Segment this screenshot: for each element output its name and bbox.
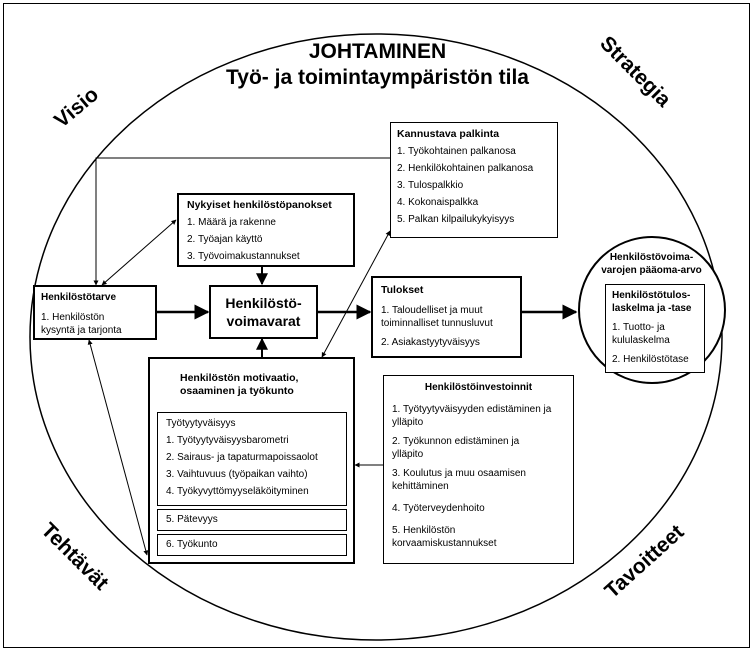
panokset-title: Nykyiset henkilöstöpanokset bbox=[187, 199, 332, 211]
henkilostotarve-item: 1. Henkilöstön bbox=[41, 312, 105, 323]
panokset-item: 2. Työajan käyttö bbox=[187, 234, 263, 245]
tuloslaskelma-title: Henkilöstötulos- bbox=[612, 290, 691, 301]
page-title: JOHTAMINEN bbox=[308, 40, 447, 63]
motivaatio-title: Henkilöstön motivaatio, bbox=[180, 372, 299, 384]
investoinnit-box: Henkilöstöinvestoinnit 1. Työtyytyväisyy… bbox=[383, 375, 574, 564]
tyytyvaisyys-item: 4. Työkyvyttömyyseläköityminen bbox=[166, 486, 309, 497]
palkinta-item: 1. Työkohtainen palkanosa bbox=[397, 146, 516, 157]
tuloslaskelma-item-cont: kululaskelma bbox=[612, 335, 670, 346]
motivaatio-box: Henkilöstön motivaatio, osaaminen ja työ… bbox=[148, 357, 355, 564]
palkinta-item: 4. Kokonaispalkka bbox=[397, 197, 479, 208]
palkinta-box: Kannustava palkinta 1. Työkohtainen palk… bbox=[390, 122, 558, 238]
henkilostotarve-box: Henkilöstötarve 1. Henkilöstön kysyntä j… bbox=[33, 285, 157, 340]
panokset-item: 3. Työvoimakustannukset bbox=[187, 251, 300, 262]
investoinnit-item: 1. Työtyytyväisyyden edistäminen ja bbox=[392, 404, 552, 415]
investoinnit-item: 3. Koulutus ja muu osaamisen bbox=[392, 468, 526, 479]
arrow-tarve-motivaatio bbox=[87, 339, 149, 556]
tyytyvaisyys-item: 1. Työtyytyväisyysbarometri bbox=[166, 435, 289, 446]
voimavarat-title: Henkilöstö- bbox=[225, 295, 302, 311]
tyytyvaisyys-title: Työtyytyväisyys bbox=[166, 418, 236, 429]
page-subtitle: Työ- ja toimintaympäristön tila bbox=[226, 66, 529, 89]
voimavarat-title-cont: voimavarat bbox=[226, 313, 301, 329]
panokset-box: Nykyiset henkilöstöpanokset 1. Määrä ja … bbox=[177, 193, 355, 267]
tyokunto-box: 6. Työkunto bbox=[157, 534, 347, 556]
investoinnit-item: 2. Työkunnon edistäminen ja bbox=[392, 436, 520, 447]
palkinta-title: Kannustava palkinta bbox=[397, 128, 500, 140]
tyytyvaisyys-item: 2. Sairaus- ja tapaturmapoissaolot bbox=[166, 452, 318, 463]
henkilostotarve-item-cont: kysyntä ja tarjonta bbox=[41, 325, 122, 336]
voimavarat-box: Henkilöstö- voimavarat bbox=[209, 285, 318, 339]
tyytyvaisyys-box: Työtyytyväisyys 1. Työtyytyväisyysbarome… bbox=[157, 412, 347, 506]
paaoma-title-cont: varojen pääoma-arvo bbox=[601, 265, 702, 276]
paaoma-title: Henkilöstövoima- bbox=[609, 252, 694, 263]
arrow-palkinta-tarve bbox=[93, 157, 390, 286]
tuloslaskelma-title-cont: laskelma ja -tase bbox=[612, 303, 692, 314]
tulokset-box: Tulokset 1. Taloudelliset ja muut toimin… bbox=[371, 276, 522, 358]
investoinnit-item: 5. Henkilöstön bbox=[392, 525, 456, 536]
tulokset-item: 1. Taloudelliset ja muut bbox=[381, 305, 483, 316]
outer-ellipse bbox=[29, 33, 723, 641]
panokset-item: 1. Määrä ja rakenne bbox=[187, 217, 276, 228]
tuloslaskelma-box: Henkilöstötulos- laskelma ja -tase 1. Tu… bbox=[605, 284, 705, 373]
tyytyvaisyys-item: 3. Vaihtuvuus (työpaikan vaihto) bbox=[166, 469, 308, 480]
palkinta-item: 2. Henkilökohtainen palkanosa bbox=[397, 163, 534, 174]
investoinnit-item: 4. Työterveydenhoito bbox=[392, 503, 485, 514]
tulokset-title: Tulokset bbox=[381, 284, 424, 296]
investoinnit-item-cont: ylläpito bbox=[392, 449, 424, 460]
tuloslaskelma-item: 1. Tuotto- ja bbox=[612, 322, 665, 333]
investoinnit-title: Henkilöstöinvestoinnit bbox=[424, 382, 533, 393]
henkilostotarve-title: Henkilöstötarve bbox=[41, 292, 117, 303]
arrow-motivaatio-palkinta bbox=[321, 230, 391, 358]
tulokset-item-cont: toiminnalliset tunnusluvut bbox=[381, 318, 493, 329]
tyokunto-label: 6. Työkunto bbox=[166, 539, 218, 550]
patevyys-box: 5. Pätevyys bbox=[157, 509, 347, 531]
arrow-tarve-panokset bbox=[101, 219, 177, 286]
palkinta-item: 5. Palkan kilpailukykyisyys bbox=[397, 214, 515, 225]
patevyys-label: 5. Pätevyys bbox=[166, 514, 218, 525]
diagram-frame bbox=[3, 3, 750, 648]
investoinnit-item-cont: korvaamiskustannukset bbox=[392, 538, 497, 549]
motivaatio-title-cont: osaaminen ja työkunto bbox=[180, 385, 294, 397]
investoinnit-item-cont: kehittäminen bbox=[392, 481, 449, 492]
palkinta-item: 3. Tulospalkkio bbox=[397, 180, 464, 191]
tuloslaskelma-item: 2. Henkilöstötase bbox=[612, 354, 689, 365]
investoinnit-item-cont: ylläpito bbox=[392, 417, 424, 428]
tulokset-item: 2. Asiakastyytyväisyys bbox=[381, 337, 480, 348]
